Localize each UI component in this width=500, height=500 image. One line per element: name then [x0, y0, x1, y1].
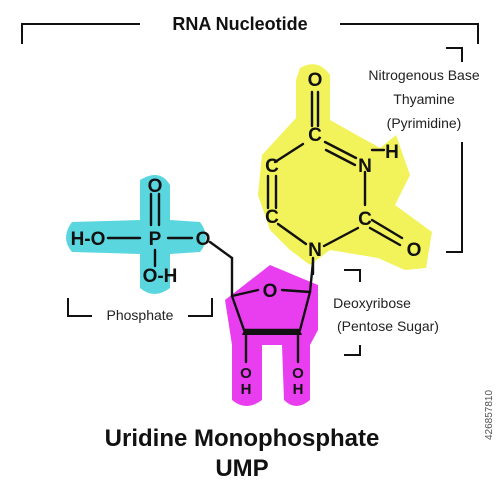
atom-h-c3: H	[293, 381, 304, 398]
atom-oh-bottom: O-H	[143, 266, 178, 287]
atom-c-left-top: C	[265, 156, 279, 177]
title-bracket	[21, 23, 479, 44]
atom-h-c2: H	[241, 381, 252, 398]
atom-n-bottom: N	[308, 240, 322, 261]
base-label-line1: Nitrogenous Base	[368, 67, 480, 83]
phosphate-bonds	[106, 192, 194, 268]
sugar-bracket-bottom	[344, 345, 361, 356]
base-highlight	[258, 64, 432, 270]
stock-id: 426857810	[484, 390, 495, 440]
base-bracket-bottom	[446, 142, 463, 253]
base-label: Nitrogenous Base Thyamine (Pyrimidine)	[368, 67, 480, 131]
phosphate-label: Phosphate	[107, 307, 174, 323]
sugar-ring	[208, 240, 315, 364]
atom-c-left-bottom: C	[265, 207, 279, 228]
sugar-label-line1: Deoxyribose	[333, 295, 411, 311]
header-title: RNA Nucleotide	[172, 14, 307, 34]
atom-h-n: H	[385, 142, 399, 163]
base-ring	[266, 90, 404, 276]
atom-o-p-top: O	[148, 176, 163, 197]
atom-o-top: O	[308, 70, 323, 91]
base-label-line2: Thyamine	[393, 91, 455, 107]
footer-title: Uridine Monophosphate	[105, 425, 380, 452]
sugar-highlight	[225, 265, 318, 406]
atom-o-c3: O	[292, 365, 304, 382]
atom-o-c2: O	[240, 365, 252, 382]
atom-o-ester: O	[196, 229, 211, 250]
atom-o-ring: O	[263, 281, 278, 302]
sugar-bracket-top	[344, 269, 361, 282]
phosphate-highlight	[66, 175, 206, 294]
atom-c-top: C	[308, 125, 322, 146]
footer-subtitle: UMP	[215, 455, 268, 482]
atom-n-right: N	[358, 156, 372, 177]
base-bracket-top	[446, 47, 463, 62]
phosphate-bracket-left	[67, 298, 92, 317]
atom-p: P	[149, 229, 162, 250]
base-label-line3: (Pyrimidine)	[387, 115, 462, 131]
sugar-label-line2: (Pentose Sugar)	[337, 318, 439, 334]
atom-ho-left: H-O	[71, 229, 106, 250]
atom-o-right: O	[407, 240, 422, 261]
phosphate-bracket-right	[188, 298, 213, 317]
atom-c-right: C	[358, 209, 372, 230]
